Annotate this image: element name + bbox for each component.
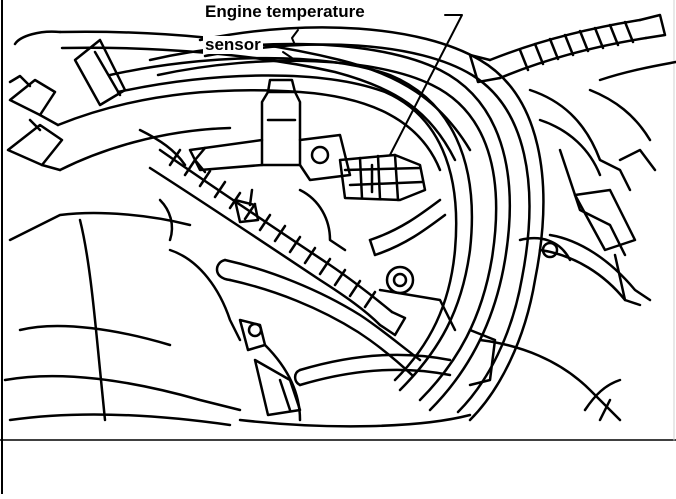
callout-label-line2: sensor <box>203 35 263 54</box>
lower-hoses <box>215 198 457 377</box>
plug-wires <box>108 26 545 422</box>
engine-block-lower <box>3 128 622 428</box>
corrugated-hose-center <box>148 148 407 337</box>
temperature-sensor-connector <box>338 153 427 202</box>
corrugated-hose-top <box>468 13 667 84</box>
right-components <box>528 60 676 307</box>
callout-leaders <box>279 14 463 156</box>
callout-label-line1: Engine temperature <box>203 2 367 21</box>
